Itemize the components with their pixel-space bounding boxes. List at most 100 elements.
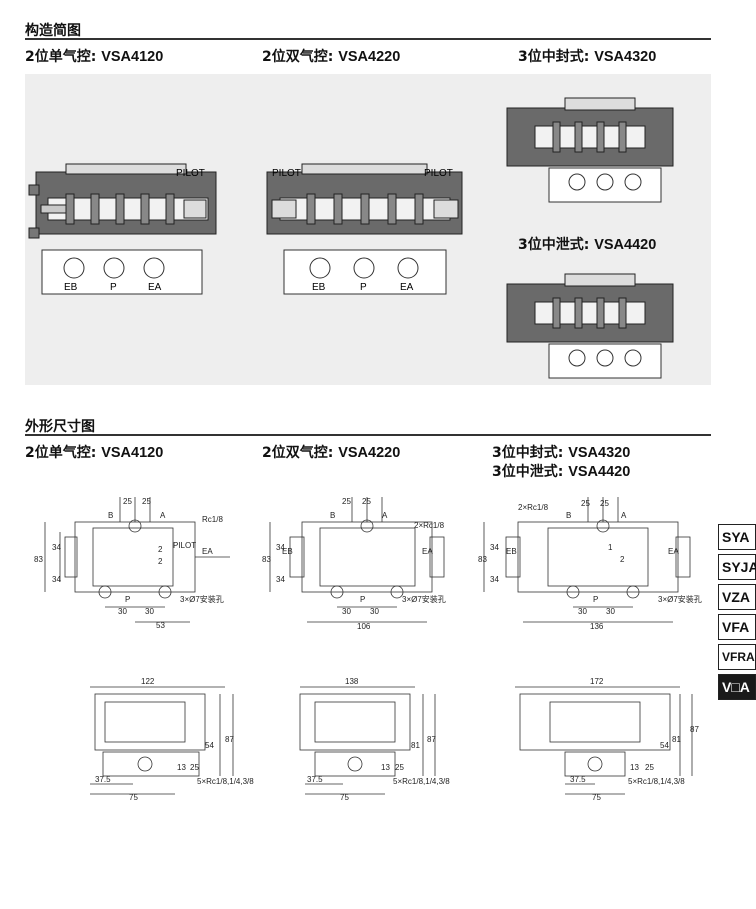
side-view-vsa4120: 122 37.5 75 13 25 54 87 5×Rc1/8,1/4,3/8: [90, 677, 254, 802]
svg-text:34: 34: [276, 543, 285, 552]
svg-text:25: 25: [581, 499, 590, 508]
svg-text:EA: EA: [202, 547, 213, 556]
construction-model-4: 3位中泄式: VSA4420: [518, 237, 657, 253]
svg-text:2: 2: [158, 557, 163, 566]
svg-text:2×Rc1/8: 2×Rc1/8: [518, 503, 549, 512]
construction-rule: [25, 38, 711, 40]
svg-text:34: 34: [276, 575, 285, 584]
svg-text:83: 83: [478, 555, 487, 564]
svg-text:5×Rc1/8,1/4,3/8: 5×Rc1/8,1/4,3/8: [393, 777, 450, 786]
svg-text:53: 53: [156, 621, 165, 630]
dimensions-rule: [25, 434, 711, 436]
svg-text:1: 1: [608, 543, 613, 552]
svg-text:34: 34: [490, 575, 499, 584]
svg-text:81: 81: [411, 741, 420, 750]
svg-text:30: 30: [342, 607, 351, 616]
svg-text:37.5: 37.5: [95, 775, 111, 784]
dimensions-model-3b: 3位中泄式: VSA4420: [492, 464, 631, 480]
svg-text:25: 25: [342, 497, 351, 506]
tab-vza[interactable]: VZA: [718, 584, 756, 610]
svg-text:13: 13: [381, 763, 390, 772]
top-view-vsa4120: 25 25 B A Rc1/8 83 34 34 EA PILOT 2 2 P …: [34, 497, 230, 630]
svg-text:5×Rc1/8,1/4,3/8: 5×Rc1/8,1/4,3/8: [197, 777, 254, 786]
svg-text:2×Rc1/8: 2×Rc1/8: [414, 521, 445, 530]
svg-text:P: P: [125, 595, 130, 604]
svg-text:EA: EA: [668, 547, 679, 556]
svg-text:30: 30: [606, 607, 615, 616]
svg-text:PILOT: PILOT: [272, 168, 301, 179]
svg-text:34: 34: [490, 543, 499, 552]
svg-text:EA: EA: [422, 547, 433, 556]
svg-text:81: 81: [672, 735, 681, 744]
svg-text:P: P: [110, 282, 117, 293]
label-pilot: PILOT: [176, 168, 205, 179]
svg-text:25: 25: [395, 763, 404, 772]
svg-text:172: 172: [590, 677, 604, 686]
svg-text:PILOT: PILOT: [424, 168, 453, 179]
tab-sya[interactable]: SYA: [718, 524, 756, 550]
construction-model-3: 3位中封式: VSA4320: [518, 49, 657, 65]
svg-text:A: A: [160, 511, 166, 520]
svg-text:25: 25: [362, 497, 371, 506]
svg-text:87: 87: [427, 735, 436, 744]
svg-text:PILOT: PILOT: [173, 541, 196, 550]
svg-text:A: A: [382, 511, 388, 520]
svg-text:P: P: [593, 595, 598, 604]
svg-text:2: 2: [158, 545, 163, 554]
svg-text:30: 30: [370, 607, 379, 616]
svg-text:13: 13: [177, 763, 186, 772]
side-view-vsa4220: 138 37.5 75 13 25 81 87 5×Rc1/8,1/4,3/8: [299, 677, 450, 802]
svg-text:25: 25: [600, 499, 609, 508]
cutaway-vsa4420: [506, 273, 674, 379]
tab-vxa[interactable]: V□A: [718, 674, 756, 700]
svg-text:37.5: 37.5: [307, 775, 323, 784]
svg-text:EB: EB: [282, 547, 293, 556]
svg-text:B: B: [330, 511, 335, 520]
svg-text:EA: EA: [148, 282, 162, 293]
svg-text:25: 25: [645, 763, 654, 772]
tab-vfa[interactable]: VFA: [718, 614, 756, 640]
svg-text:30: 30: [145, 607, 154, 616]
svg-text:75: 75: [340, 793, 349, 802]
cutaway-vsa4220: PILOT PILOT EB P EA: [266, 163, 463, 295]
svg-text:EB: EB: [312, 282, 326, 293]
svg-text:122: 122: [141, 677, 155, 686]
svg-text:5×Rc1/8,1/4,3/8: 5×Rc1/8,1/4,3/8: [628, 777, 685, 786]
svg-text:34: 34: [52, 575, 61, 584]
svg-text:30: 30: [578, 607, 587, 616]
svg-text:2: 2: [620, 555, 625, 564]
svg-text:3×Ø7安装孔: 3×Ø7安装孔: [402, 594, 446, 604]
svg-text:B: B: [108, 511, 113, 520]
svg-text:3×Ø7安装孔: 3×Ø7安装孔: [658, 594, 702, 604]
svg-text:A: A: [621, 511, 627, 520]
svg-text:25: 25: [142, 497, 151, 506]
svg-text:75: 75: [592, 793, 601, 802]
svg-text:B: B: [566, 511, 571, 520]
svg-text:34: 34: [52, 543, 61, 552]
svg-text:EA: EA: [400, 282, 414, 293]
side-view-vsa4320: 172 37.5 75 13 25 54 81 87 5×Rc1/8,1/4,3…: [515, 677, 699, 802]
construction-title: 构造简图: [25, 23, 81, 39]
svg-text:138: 138: [345, 677, 359, 686]
svg-text:83: 83: [34, 555, 43, 564]
top-view-vsa4220: 25 25 B A 2×Rc1/8 83 34 34 EB EA P 30 30…: [262, 497, 446, 630]
tab-vfra[interactable]: VFRA: [718, 644, 756, 670]
dimensions-title: 外形尺寸图: [25, 419, 95, 435]
svg-text:25: 25: [190, 763, 199, 772]
svg-text:25: 25: [123, 497, 132, 506]
construction-model-1: 2位单气控: VSA4120: [25, 49, 164, 65]
svg-text:3×Ø7安装孔: 3×Ø7安装孔: [180, 594, 224, 604]
svg-text:136: 136: [590, 622, 604, 630]
svg-text:30: 30: [118, 607, 127, 616]
svg-text:P: P: [360, 282, 367, 293]
svg-text:EB: EB: [64, 282, 78, 293]
svg-text:87: 87: [225, 735, 234, 744]
construction-model-2: 2位双气控: VSA4220: [262, 49, 401, 65]
tab-syja[interactable]: SYJA: [718, 554, 756, 580]
svg-text:54: 54: [205, 741, 214, 750]
svg-text:37.5: 37.5: [570, 775, 586, 784]
svg-text:75: 75: [129, 793, 138, 802]
svg-text:P: P: [360, 595, 365, 604]
cutaway-vsa4120: PILOT EB P EA: [28, 163, 217, 295]
top-view-vsa4320: 2×Rc1/8 25 25 B A 83 34 34 EB EA 1 2 P 3…: [478, 497, 702, 630]
